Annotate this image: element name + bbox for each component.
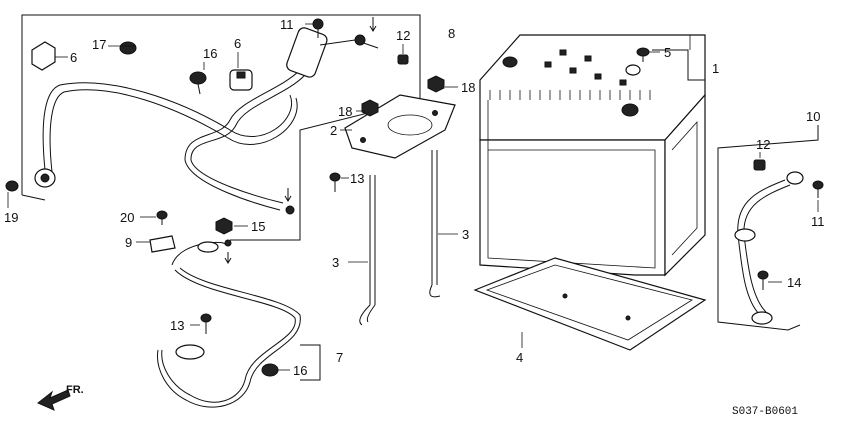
battery	[479, 34, 706, 277]
callout-8: 8	[448, 26, 455, 41]
nut-18-left	[361, 99, 379, 117]
callout-20: 20	[120, 210, 134, 225]
diagram-code: S037-B0601	[732, 406, 798, 418]
terminal-clamp-17	[119, 41, 137, 55]
bolt-14	[757, 270, 769, 290]
callout-12-upper: 12	[396, 28, 410, 43]
clip-9	[149, 235, 176, 253]
battery-holder	[344, 94, 456, 159]
cable-clip-16-lower	[261, 363, 279, 377]
callout-10: 10	[806, 109, 820, 124]
cable-clip-16-upper	[189, 71, 207, 95]
callout-14: 14	[787, 275, 801, 290]
direction-arrows	[224, 17, 377, 264]
callout-2: 2	[330, 123, 337, 138]
bolt-11-right	[812, 180, 824, 198]
callout-13-upper: 13	[350, 171, 364, 186]
callout-16-lower: 16	[293, 363, 307, 378]
nut-15	[215, 217, 233, 235]
callout-1: 1	[712, 61, 719, 76]
front-label: FR.	[66, 384, 84, 396]
callout-9: 9	[125, 235, 132, 250]
bolt-13-upper	[329, 172, 341, 192]
battery-setting-bolt-right	[429, 150, 441, 298]
callout-4: 4	[516, 350, 523, 365]
callout-3-right: 3	[462, 227, 469, 242]
leader-lines	[7, 23, 819, 371]
callout-7: 7	[336, 350, 343, 365]
front-direction-indicator: FR.	[37, 384, 84, 411]
nut-12-upper	[397, 54, 409, 65]
nut-19	[5, 180, 19, 192]
callout-18-right: 18	[461, 80, 475, 95]
callout-6-left: 6	[70, 50, 77, 65]
ground-cable	[157, 239, 301, 408]
sub-harness-bracket	[717, 125, 819, 331]
bolt-20	[156, 210, 168, 225]
callout-3-left: 3	[332, 255, 339, 270]
cable-end-cover	[31, 41, 56, 71]
callout-11-upper: 11	[280, 17, 294, 32]
callout-12-right: 12	[756, 137, 770, 152]
callout-19: 19	[4, 210, 18, 225]
front-arrow-icon	[37, 389, 71, 411]
callout-11-right: 11	[811, 214, 825, 229]
negative-cable	[34, 82, 298, 188]
battery-terminal-positive	[621, 103, 639, 117]
callout-5: 5	[664, 45, 671, 60]
positive-cable	[184, 27, 379, 215]
callout-17: 17	[92, 37, 106, 52]
nut-12-right	[753, 159, 766, 171]
battery-terminal-negative	[502, 56, 518, 68]
callout-16-upper: 16	[203, 46, 217, 61]
callout-6-upper: 6	[234, 36, 241, 51]
battery-tray	[473, 257, 707, 351]
nut-18-right	[427, 75, 445, 93]
bolt-13-lower	[200, 313, 212, 334]
sub-harness-cable	[734, 171, 804, 325]
cable-boot-6	[229, 69, 253, 91]
callout-15: 15	[251, 219, 265, 234]
battery-setting-bolt-left	[359, 175, 376, 326]
callout-18-left: 18	[338, 104, 352, 119]
callout-13-lower: 13	[170, 318, 184, 333]
